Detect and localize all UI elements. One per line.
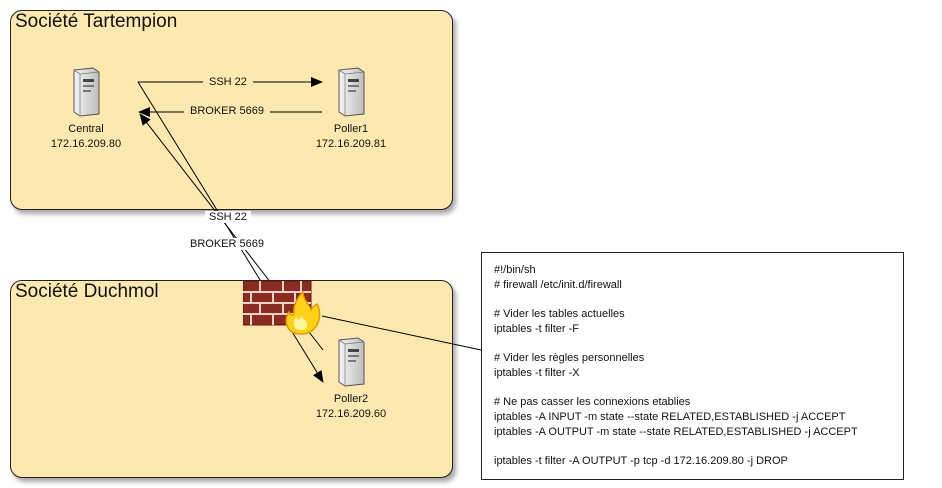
- script-line: iptables -t filter -A OUTPUT -p tcp -d 1…: [494, 455, 788, 468]
- label-ssh-central-poller1: SSH 22: [203, 76, 253, 88]
- script-line: # Ne pas casser les connexions etablies: [494, 396, 691, 409]
- script-line: # Vider les règles personnelles: [494, 352, 645, 365]
- zone-title-tartempion: Société Tartempion: [15, 11, 178, 32]
- node-central-ip: 172.16.209.80: [50, 138, 122, 150]
- node-poller1-ip: 172.16.209.81: [315, 138, 387, 150]
- node-central-name: Central: [68, 123, 104, 135]
- node-poller1[interactable]: Poller1 172.16.209.81: [306, 66, 396, 152]
- script-line: # Vider les tables actuelles: [494, 308, 625, 321]
- script-line: iptables -t filter -F: [494, 322, 579, 335]
- node-poller2-ip: 172.16.209.60: [315, 408, 387, 420]
- server-icon: [73, 67, 100, 117]
- node-poller2-name: Poller2: [333, 393, 369, 405]
- server-icon: [338, 337, 365, 387]
- firewall-node[interactable]: [242, 278, 323, 338]
- script-line: # firewall /etc/init.d/firewall: [494, 278, 622, 291]
- edge-firewall-script: [321, 315, 482, 351]
- script-line: [494, 439, 891, 454]
- zone-title-duchmol: Société Duchmol: [15, 281, 159, 302]
- script-line: #!/bin/sh: [494, 264, 536, 276]
- script-line: [494, 337, 891, 352]
- node-central[interactable]: Central 172.16.209.80: [44, 66, 128, 152]
- label-ssh-central-poller2: SSH 22: [205, 211, 251, 223]
- node-poller2[interactable]: Poller2 172.16.209.60: [306, 336, 396, 422]
- script-line: iptables -t filter -X: [494, 366, 580, 379]
- firewall-icon: [242, 280, 321, 335]
- zone-societe-duchmol: Société Duchmol: [10, 280, 453, 478]
- script-line: iptables -A INPUT -m state --state RELAT…: [494, 410, 846, 423]
- firewall-script-box: #!/bin/sh # firewall /etc/init.d/firewal…: [481, 252, 904, 480]
- server-icon: [338, 67, 365, 117]
- label-broker-poller1-central: BROKER 5669: [184, 105, 270, 117]
- node-poller1-name: Poller1: [333, 123, 369, 135]
- label-broker-poller2-central: BROKER 5669: [186, 238, 268, 250]
- script-line: [494, 292, 891, 307]
- script-line: [494, 381, 891, 396]
- script-line: iptables -A OUTPUT -m state --state RELA…: [494, 425, 858, 438]
